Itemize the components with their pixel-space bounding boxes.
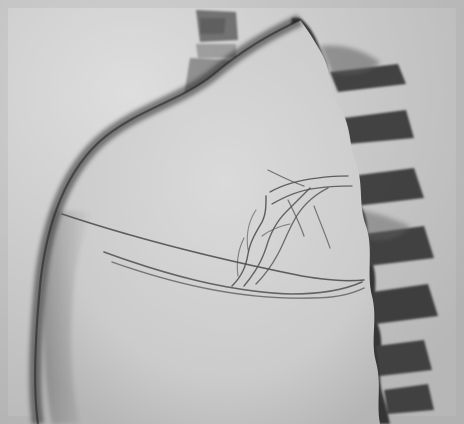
- grayscale-sketch-image: [0, 0, 464, 424]
- paper-grain: [0, 0, 464, 424]
- pencil-drawing: [0, 0, 464, 424]
